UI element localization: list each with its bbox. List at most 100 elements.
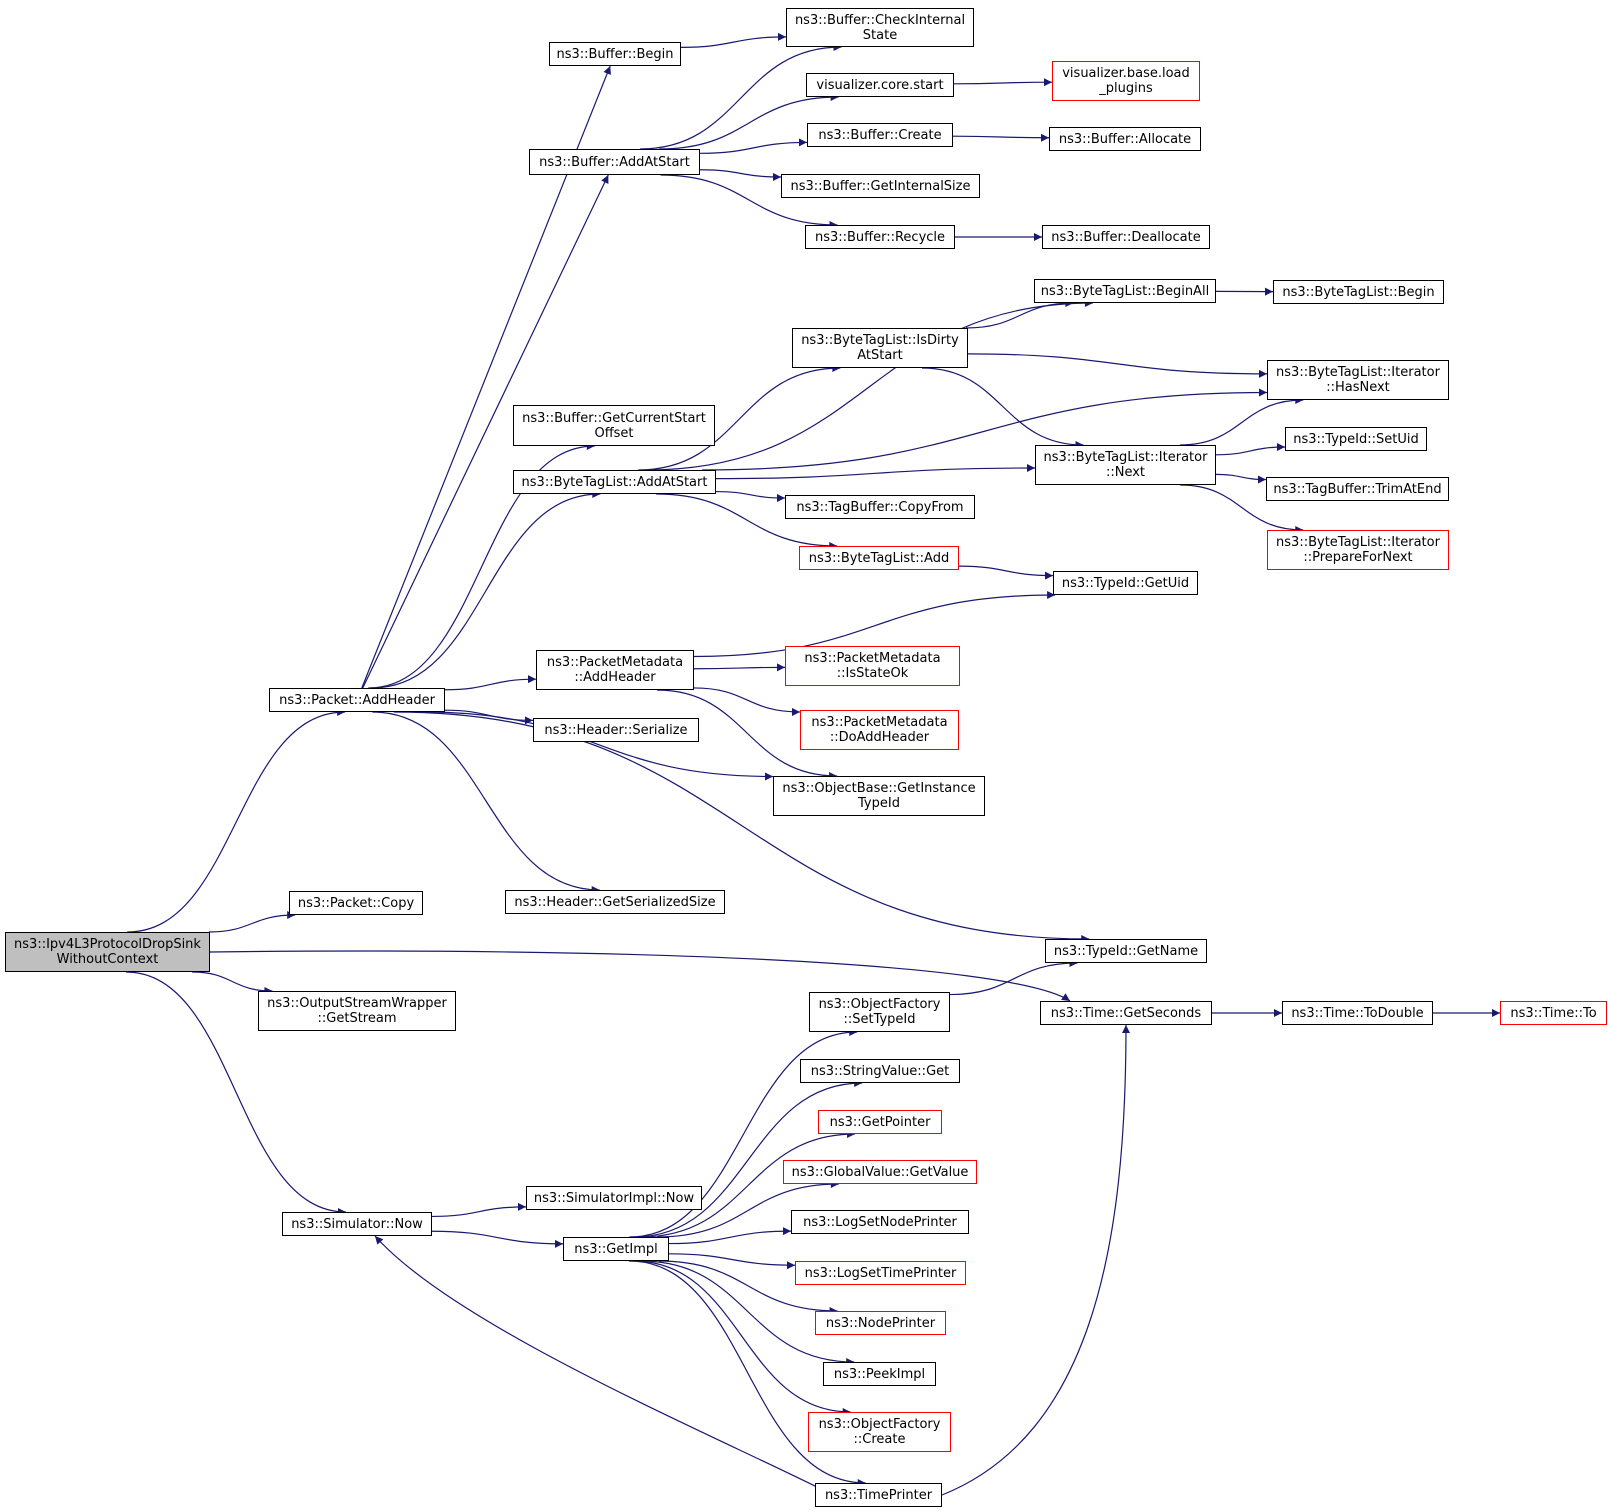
- node-label-line: ns3::ByteTagList::Begin: [1282, 284, 1435, 300]
- node-getPointer[interactable]: ns3::GetPointer: [818, 1110, 942, 1134]
- node-bufAllocate[interactable]: ns3::Buffer::Allocate: [1049, 127, 1201, 151]
- node-strGet[interactable]: ns3::StringValue::Get: [800, 1059, 960, 1083]
- node-setUid[interactable]: ns3::TypeId::SetUid: [1285, 427, 1427, 451]
- node-label-line: ns3::OutputStreamWrapper: [267, 996, 447, 1011]
- node-label-line: ns3::ObjectFactory: [818, 1417, 941, 1432]
- node-timePrinter[interactable]: ns3::TimePrinter: [815, 1483, 942, 1507]
- node-label-line: ns3::ByteTagList::IsDirty: [801, 333, 959, 348]
- node-label-line: ::Create: [853, 1432, 906, 1447]
- node-ofSetTypeId[interactable]: ns3::ObjectFactory::SetTypeId: [809, 992, 950, 1032]
- node-bufCreate[interactable]: ns3::Buffer::Create: [807, 123, 953, 147]
- edge-itNext-to-prepNext: [1180, 484, 1304, 534]
- node-label-line: ns3::Time::GetSeconds: [1050, 1005, 1202, 1021]
- edge-bufAddAtStart-to-vizStart: [659, 93, 839, 150]
- node-packetCopy[interactable]: ns3::Packet::Copy: [289, 891, 423, 915]
- edge-btlAddAtStart-to-itNext: [715, 464, 1036, 480]
- node-label-line: ns3::TypeId::SetUid: [1293, 431, 1419, 447]
- node-logNodePr[interactable]: ns3::LogSetNodePrinter: [791, 1210, 969, 1234]
- node-label-line: ns3::PacketMetadata: [804, 651, 941, 666]
- node-btlBegin[interactable]: ns3::ByteTagList::Begin: [1273, 280, 1444, 304]
- node-btlAddAtStart[interactable]: ns3::ByteTagList::AddAtStart: [513, 470, 716, 494]
- node-label-line: ::DoAddHeader: [829, 730, 930, 745]
- node-label-line: ns3::ByteTagList::AddAtStart: [521, 474, 708, 490]
- edge-pmAddHeader-to-pmDoAdd: [693, 687, 801, 716]
- node-label-line: ns3::ByteTagList::Add: [808, 550, 950, 566]
- node-label-line: ::Next: [1105, 465, 1146, 480]
- edge-vizStart-to-vizLoad: [953, 78, 1053, 87]
- node-itHasNext[interactable]: ns3::ByteTagList::Iterator::HasNext: [1267, 360, 1449, 400]
- node-label-line: ns3::ByteTagList::BeginAll: [1040, 283, 1210, 299]
- node-prepNext[interactable]: ns3::ByteTagList::Iterator::PrepareForNe…: [1267, 530, 1449, 570]
- node-hdrSerialize[interactable]: ns3::Header::Serialize: [533, 718, 699, 742]
- node-label-line: ns3::SimulatorImpl::Now: [533, 1190, 695, 1206]
- node-ofCreate[interactable]: ns3::ObjectFactory::Create: [808, 1412, 951, 1452]
- node-btlAdd[interactable]: ns3::ByteTagList::Add: [799, 546, 959, 570]
- edge-addHeader-to-bufAddAtStart: [362, 174, 609, 689]
- node-toDouble[interactable]: ns3::Time::ToDouble: [1282, 1001, 1433, 1025]
- node-simNow[interactable]: ns3::Simulator::Now: [282, 1212, 432, 1236]
- node-label-line: ns3::TypeId::GetUid: [1061, 575, 1190, 591]
- node-label-line: ns3::Packet::AddHeader: [279, 692, 435, 708]
- node-logTimePr[interactable]: ns3::LogSetTimePrinter: [795, 1261, 966, 1285]
- node-label-line: ::GetStream: [317, 1011, 397, 1026]
- node-label-line: ns3::TagBuffer::TrimAtEnd: [1273, 481, 1442, 497]
- node-label-line: ns3::Buffer::Recycle: [814, 229, 946, 245]
- node-label-line: TypeId: [858, 796, 900, 811]
- node-label-line: ns3::ByteTagList::Iterator: [1276, 535, 1440, 550]
- node-getName[interactable]: ns3::TypeId::GetName: [1045, 939, 1207, 963]
- node-label-line: ::IsStateOk: [836, 666, 909, 681]
- node-label-line: ns3::Header::GetSerializedSize: [514, 894, 716, 910]
- node-bufDealloc[interactable]: ns3::Buffer::Deallocate: [1042, 225, 1210, 249]
- node-getStream[interactable]: ns3::OutputStreamWrapper::GetStream: [258, 991, 456, 1031]
- node-gvGetValue[interactable]: ns3::GlobalValue::GetValue: [783, 1160, 977, 1184]
- node-label-line: ns3::LogSetNodePrinter: [803, 1214, 957, 1230]
- node-label-line: ns3::ByteTagList::Iterator: [1276, 365, 1440, 380]
- node-label-line: Offset: [594, 425, 634, 441]
- edge-itNext-to-itHasNext: [1180, 396, 1304, 446]
- node-bufBegin[interactable]: ns3::Buffer::Begin: [549, 42, 681, 66]
- node-label-line: ::AddHeader: [574, 670, 656, 685]
- node-addHeader[interactable]: ns3::Packet::AddHeader: [269, 688, 445, 712]
- node-label-line: ns3::Time::To: [1510, 1005, 1597, 1021]
- edge-ofSetTypeId-to-getName: [949, 959, 1078, 996]
- node-label-line: ns3::PacketMetadata: [811, 715, 948, 730]
- node-vizLoad[interactable]: visualizer.base.load_plugins: [1052, 61, 1200, 101]
- edge-itNext-to-trimAtEnd: [1215, 473, 1267, 484]
- node-pmDoAdd[interactable]: ns3::PacketMetadata::DoAddHeader: [800, 710, 959, 750]
- node-bufAddAtStart[interactable]: ns3::Buffer::AddAtStart: [529, 149, 700, 175]
- node-vizStart[interactable]: visualizer.core.start: [806, 73, 954, 97]
- node-getImpl[interactable]: ns3::GetImpl: [563, 1237, 669, 1261]
- node-tbCopyFrom[interactable]: ns3::TagBuffer::CopyFrom: [785, 495, 975, 519]
- node-bufRecycle[interactable]: ns3::Buffer::Recycle: [805, 225, 955, 249]
- node-trimAtEnd[interactable]: ns3::TagBuffer::TrimAtEnd: [1266, 477, 1449, 501]
- node-timeTo[interactable]: ns3::Time::To: [1500, 1001, 1607, 1025]
- node-pmAddHeader[interactable]: ns3::PacketMetadata::AddHeader: [536, 650, 694, 690]
- edge-getImpl-to-nodePrinter: [658, 1260, 838, 1315]
- node-hdrGetSize[interactable]: ns3::Header::GetSerializedSize: [505, 890, 725, 914]
- node-getUid[interactable]: ns3::TypeId::GetUid: [1053, 571, 1198, 595]
- edge-addHeader-to-objGetInst: [422, 711, 774, 781]
- node-label-line: ns3::Buffer::CheckInternal: [794, 12, 966, 28]
- edge-root-to-getStream: [192, 971, 273, 995]
- node-beginAll[interactable]: ns3::ByteTagList::BeginAll: [1034, 279, 1216, 303]
- node-pmIsStateOk[interactable]: ns3::PacketMetadata::IsStateOk: [785, 646, 960, 686]
- node-itNext[interactable]: ns3::ByteTagList::Iterator::Next: [1035, 445, 1216, 485]
- edge-pmAddHeader-to-objGetInst: [656, 689, 838, 780]
- node-label-line: ns3::Buffer::GetCurrentStart: [522, 410, 706, 426]
- node-bufGetInternal[interactable]: ns3::Buffer::GetInternalSize: [781, 174, 980, 198]
- edge-getImpl-to-gvGetValue: [657, 1180, 839, 1238]
- node-getSeconds[interactable]: ns3::Time::GetSeconds: [1040, 1001, 1212, 1025]
- edge-timePrinter-to-getSeconds: [941, 1024, 1130, 1496]
- node-peekImpl[interactable]: ns3::PeekImpl: [823, 1362, 936, 1386]
- node-nodePrinter[interactable]: ns3::NodePrinter: [815, 1311, 946, 1335]
- node-label-line: ns3::TimePrinter: [824, 1487, 933, 1503]
- node-simImplNow[interactable]: ns3::SimulatorImpl::Now: [526, 1186, 702, 1210]
- node-label-line: State: [862, 27, 898, 43]
- node-label-line: ns3::Packet::Copy: [297, 895, 415, 911]
